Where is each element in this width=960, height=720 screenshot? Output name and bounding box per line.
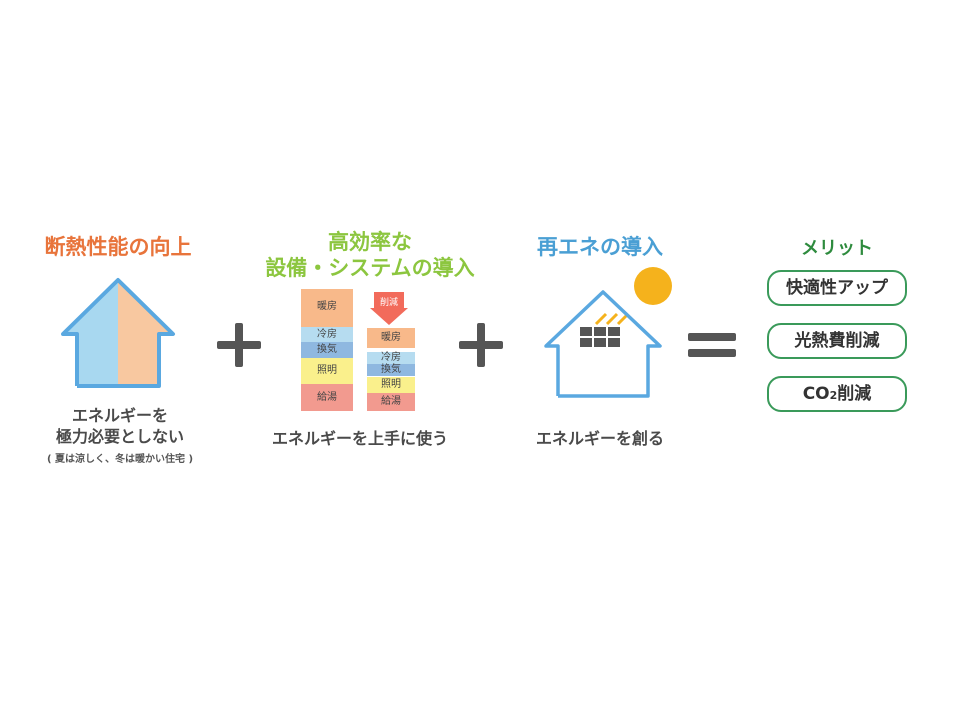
down-arrow-icon: 削減 (370, 292, 408, 325)
merit-co2-prefix: CO (802, 384, 830, 404)
insulated-house-icon (61, 278, 175, 388)
insulation-caption-line2: 極力必要としない (55, 427, 184, 446)
after-lighting-block: 照明 (367, 377, 415, 393)
before-cooling-block: 冷房 (301, 327, 353, 342)
after-ventilation-block: 換気 (367, 364, 415, 376)
merit-comfort: 快適性アップ (767, 270, 907, 306)
solar-house-icon (544, 267, 672, 398)
merit-utility-savings-label: 光熱費削減 (794, 331, 880, 351)
before-hotwater-block: 給湯 (301, 384, 353, 411)
insulation-title: 断熱性能の向上 (44, 235, 192, 259)
merit-title: メリット (801, 238, 873, 259)
insulation-note: ( 夏は涼しく、冬は暖かい住宅 ) (46, 454, 194, 465)
before-lighting-block: 照明 (301, 358, 353, 384)
before-heating-block: 暖房 (301, 289, 353, 327)
merit-co2-suffix: 削減 (837, 384, 872, 404)
equipment-caption: エネルギーを上手に使う (271, 429, 448, 448)
plus-icon (459, 323, 503, 367)
after-hotwater-block: 給湯 (367, 393, 415, 411)
plus-icon (217, 323, 261, 367)
equipment-title-line1: 高効率な (328, 230, 412, 254)
after-heating-block: 暖房 (367, 328, 415, 348)
solar-panel-icon (580, 327, 620, 347)
after-cooling-block: 冷房 (367, 352, 415, 364)
insulation-caption-line1: エネルギーを (71, 406, 168, 425)
renewable-caption: エネルギーを創る (535, 429, 664, 448)
merit-co2-reduction: CO2削減 (767, 376, 907, 412)
renewable-title: 再エネの導入 (537, 235, 663, 259)
equals-icon (688, 333, 736, 357)
equipment-title-line2: 設備・システムの導入 (265, 256, 475, 280)
merit-co2-subscript: 2 (829, 389, 838, 402)
sun-icon (634, 267, 672, 305)
merit-utility-savings: 光熱費削減 (767, 323, 907, 359)
before-ventilation-block: 換気 (301, 342, 353, 358)
reduction-label: 削減 (380, 296, 398, 308)
merit-comfort-label: 快適性アップ (786, 278, 888, 298)
